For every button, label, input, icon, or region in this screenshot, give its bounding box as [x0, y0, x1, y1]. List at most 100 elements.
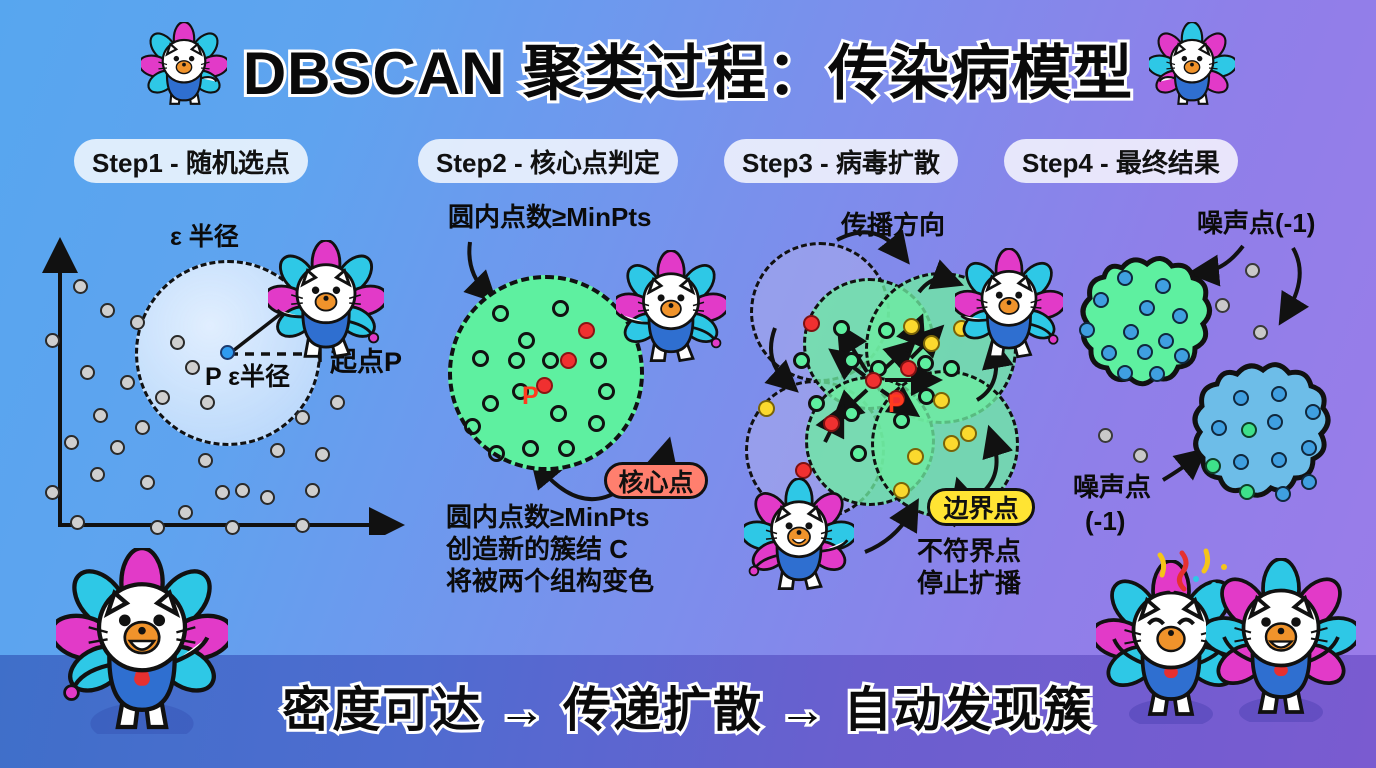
core-point-badge: 核心点	[604, 462, 708, 499]
cluster-point-green	[1239, 484, 1255, 500]
scatter-point	[140, 475, 155, 490]
cluster-point	[1233, 390, 1249, 406]
core-point	[578, 322, 595, 339]
neighbor-point	[518, 332, 535, 349]
core-point	[536, 377, 553, 394]
neighbor-point	[464, 418, 481, 435]
cluster-point	[1117, 270, 1133, 286]
noise-arrows	[1161, 244, 1309, 482]
border-point	[943, 435, 960, 452]
cluster-point	[843, 405, 860, 422]
caption-line-1: 圆内点数≥MinPts	[446, 502, 650, 532]
border-point	[933, 392, 950, 409]
scatter-point	[64, 435, 79, 450]
cluster-point	[793, 352, 810, 369]
scatter-point	[80, 365, 95, 380]
border-point	[923, 335, 940, 352]
scatter-point	[295, 410, 310, 425]
panel-step2: 圆内点数≥MinPts P 核心点 圆内点数≥MinPts 创造新的簇结 C 将…	[430, 200, 730, 620]
neighbor-point	[512, 383, 529, 400]
core-point	[888, 390, 905, 407]
step-pill-2[interactable]: Step2 - 核心点判定	[418, 139, 678, 183]
scatter-point	[315, 447, 330, 462]
cluster-point	[1093, 292, 1109, 308]
border-point	[893, 482, 910, 499]
neighbor-point	[550, 405, 567, 422]
scatter-point	[150, 520, 165, 535]
cluster-point	[1233, 454, 1249, 470]
cluster-point	[917, 355, 934, 372]
neighbor-point	[588, 415, 605, 432]
neighbor-point	[482, 395, 499, 412]
cluster-point	[1271, 386, 1287, 402]
scatter-point	[198, 453, 213, 468]
scatter-point	[200, 395, 215, 410]
scatter-point	[45, 485, 60, 500]
scatter-point	[270, 443, 285, 458]
scatter-point	[110, 440, 125, 455]
center-point-label: P	[522, 382, 539, 410]
cluster-point	[878, 322, 895, 339]
mascot-title-left	[140, 22, 227, 105]
mascot-bottom-right-2	[1206, 558, 1356, 722]
cluster-point	[1267, 414, 1283, 430]
page-title: DBSCAN 聚类过程：传染病模型	[240, 37, 1135, 110]
noise-label-top: 噪声点(-1)	[1197, 208, 1316, 238]
step-pill-3[interactable]: Step3 - 病毒扩散	[724, 139, 958, 183]
cluster-point	[1172, 308, 1188, 324]
cluster-point-green	[1205, 458, 1221, 474]
scatter-point	[155, 390, 170, 405]
steps-row: Step1 - 随机选点 Step2 - 核心点判定 Step3 - 病毒扩散 …	[0, 139, 1376, 183]
cluster-point	[1137, 344, 1153, 360]
mascot-step1	[268, 240, 384, 359]
noise-label-bottom-line1: 噪声点	[1073, 472, 1152, 502]
caption-line-3: 将被两个组构变色	[446, 566, 655, 596]
cluster-point	[1079, 322, 1095, 338]
scatter-point	[90, 467, 105, 482]
scatter-point	[225, 520, 240, 535]
panel-step1: ε 半径 P ε半径 起点P	[30, 223, 420, 535]
cluster-point	[893, 412, 910, 429]
cluster-point	[1275, 486, 1291, 502]
mascot-bottom-left	[56, 548, 228, 734]
border-point	[758, 400, 775, 417]
cluster-point	[1301, 474, 1317, 490]
cluster-point	[1301, 440, 1317, 456]
axes	[42, 237, 405, 535]
caption-line-2: 停止扩播	[917, 568, 1022, 598]
panel-step3: 传播方向	[745, 200, 1055, 620]
border-point-badge: 边界点	[927, 488, 1035, 526]
border-point	[907, 448, 924, 465]
bottom-banner: 密度可达 → 传递扩散 → 自动发现簇	[0, 670, 1376, 740]
eps-radius-label: ε 半径	[170, 223, 239, 251]
scatter-point	[178, 505, 193, 520]
scatter-point	[73, 279, 88, 294]
scatter-point	[120, 375, 135, 390]
scatter-point	[93, 408, 108, 423]
neighbor-point	[542, 352, 559, 369]
scatter-point	[70, 515, 85, 530]
scatter-point	[100, 303, 115, 318]
cluster-point	[1117, 365, 1133, 381]
mascot-title-right	[1149, 22, 1236, 105]
neighbor-point	[488, 445, 505, 462]
neighbor-point	[472, 350, 489, 367]
cluster-point	[943, 360, 960, 377]
bottom-banner-text: 密度可达 → 传递扩散 → 自动发现簇	[279, 681, 1094, 740]
noise-point	[1215, 298, 1230, 313]
neighbor-point	[552, 300, 569, 317]
scatter-point	[170, 335, 185, 350]
step-pill-4[interactable]: Step4 - 最终结果	[1004, 139, 1238, 183]
scatter-point	[130, 315, 145, 330]
start-point-p	[220, 345, 235, 360]
scatter-point	[260, 490, 275, 505]
neighbor-point	[492, 305, 509, 322]
cluster-point	[1139, 300, 1155, 316]
mascot-step2	[616, 250, 726, 363]
scatter-point	[215, 485, 230, 500]
scatter-point	[45, 333, 60, 348]
cluster-point	[1101, 345, 1117, 361]
neighbor-point	[558, 440, 575, 457]
scatter-point	[235, 483, 250, 498]
step-pill-1[interactable]: Step1 - 随机选点	[74, 139, 308, 183]
